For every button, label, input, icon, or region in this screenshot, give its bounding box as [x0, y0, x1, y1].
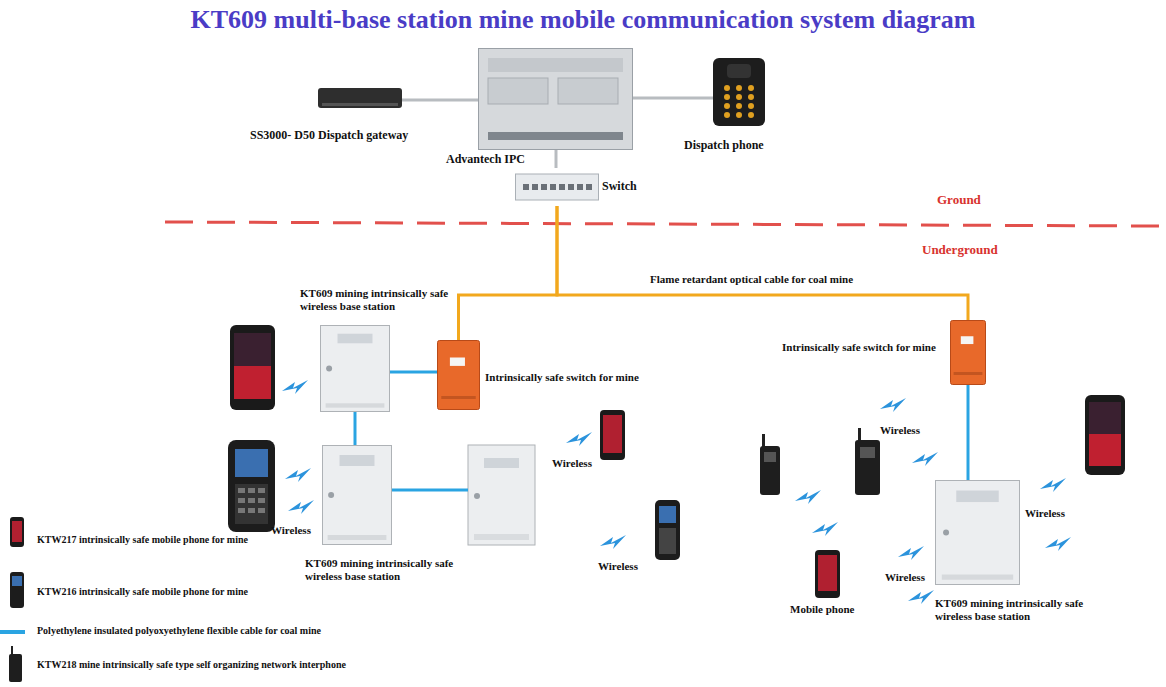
device-label: KT609 mining intrinsically safe wireless…	[305, 557, 465, 583]
device-label: Dispatch phone	[684, 138, 764, 152]
base-station: KT609 mining intrinsically safe wireless…	[935, 480, 1020, 585]
interphone-icon	[760, 434, 780, 495]
wireless-label: Wireless	[598, 560, 638, 573]
network-switch: Switch	[515, 168, 599, 206]
device-art	[320, 325, 390, 412]
cable-connector	[459, 206, 558, 340]
device-art	[815, 550, 840, 598]
cable-connector	[354, 412, 357, 445]
device-art	[437, 340, 480, 410]
ground-boundary	[165, 222, 1160, 226]
flexible-cable	[392, 489, 468, 492]
device-art	[935, 480, 1020, 585]
legend-smartphone-sample	[10, 517, 24, 547]
device-label: SS3000- D50 Dispatch gateway	[250, 128, 408, 142]
device-label: Intrinsically safe switch for mine	[485, 371, 639, 384]
wireless-label: Wireless	[1025, 507, 1065, 520]
zone-label: Underground	[922, 242, 998, 258]
device-art	[950, 320, 986, 385]
device-label: Advantech IPC	[446, 152, 525, 166]
wireless-label: Wireless	[271, 524, 311, 537]
cable-label: Flame retardant optical cable for coal m…	[650, 273, 853, 286]
smartphone-icon	[600, 410, 625, 460]
device-label: KT609 mining intrinsically safe wireless…	[300, 287, 452, 313]
cable-connector	[557, 206, 968, 320]
cable-connector	[555, 150, 558, 168]
device-art	[318, 84, 402, 112]
device-label: Intrinsically safe switch for mine	[782, 341, 936, 354]
cable-connector	[402, 99, 478, 102]
mobile-phone: Mobile phone	[815, 550, 840, 598]
wireless-label: Wireless	[885, 571, 925, 584]
device-art	[515, 168, 599, 206]
diagram-title: KT609 multi-base station mine mobile com…	[0, 4, 1166, 35]
wireless-bolts	[282, 380, 1071, 604]
feature-phone-icon	[228, 440, 275, 532]
device-art	[713, 58, 765, 126]
legend-text: KTW216 intrinsically safe mobile phone f…	[37, 586, 248, 598]
wireless-label: Wireless	[552, 457, 592, 470]
cable-connector	[633, 97, 713, 100]
safe-switch: Intrinsically safe switch for mine	[437, 340, 480, 410]
cable-connector	[390, 371, 437, 374]
base-station: KT609 mining intrinsically safe wireless…	[320, 325, 390, 412]
legend-text: Polyethylene insulated polyoxyethylene f…	[37, 625, 321, 637]
legend-text: KTW217 intrinsically safe mobile phone f…	[37, 534, 248, 546]
legend-text: KTW218 mine intrinsically safe type self…	[37, 659, 346, 671]
device-art	[322, 445, 392, 545]
device-label: Mobile phone	[790, 603, 854, 616]
dispatch-phone: Dispatch phone	[713, 58, 765, 126]
legend-cable-sample	[0, 630, 25, 634]
interphone-icon	[855, 428, 880, 495]
industrial-pc: Advantech IPC	[478, 48, 633, 150]
device-label: KT609 mining intrinsically safe wireless…	[935, 597, 1095, 623]
dispatch-gateway: SS3000- D50 Dispatch gateway	[318, 84, 402, 112]
device-art	[478, 48, 633, 150]
feature-phone-icon	[655, 500, 680, 560]
base-station: KT609 mining intrinsically safe wireless…	[322, 445, 392, 545]
smartphone-icon	[1085, 395, 1125, 475]
smartphone-icon	[230, 325, 275, 410]
legend-interphone-sample	[9, 646, 22, 682]
device-label: Switch	[602, 179, 637, 193]
legend-feature-phone-sample	[10, 572, 24, 608]
wireless-label: Wireless	[880, 424, 920, 437]
base-station-unit	[468, 445, 535, 545]
safe-switch: Intrinsically safe switch for mine	[950, 320, 986, 385]
cable-connector	[967, 385, 970, 480]
zone-label: Ground	[937, 192, 981, 208]
